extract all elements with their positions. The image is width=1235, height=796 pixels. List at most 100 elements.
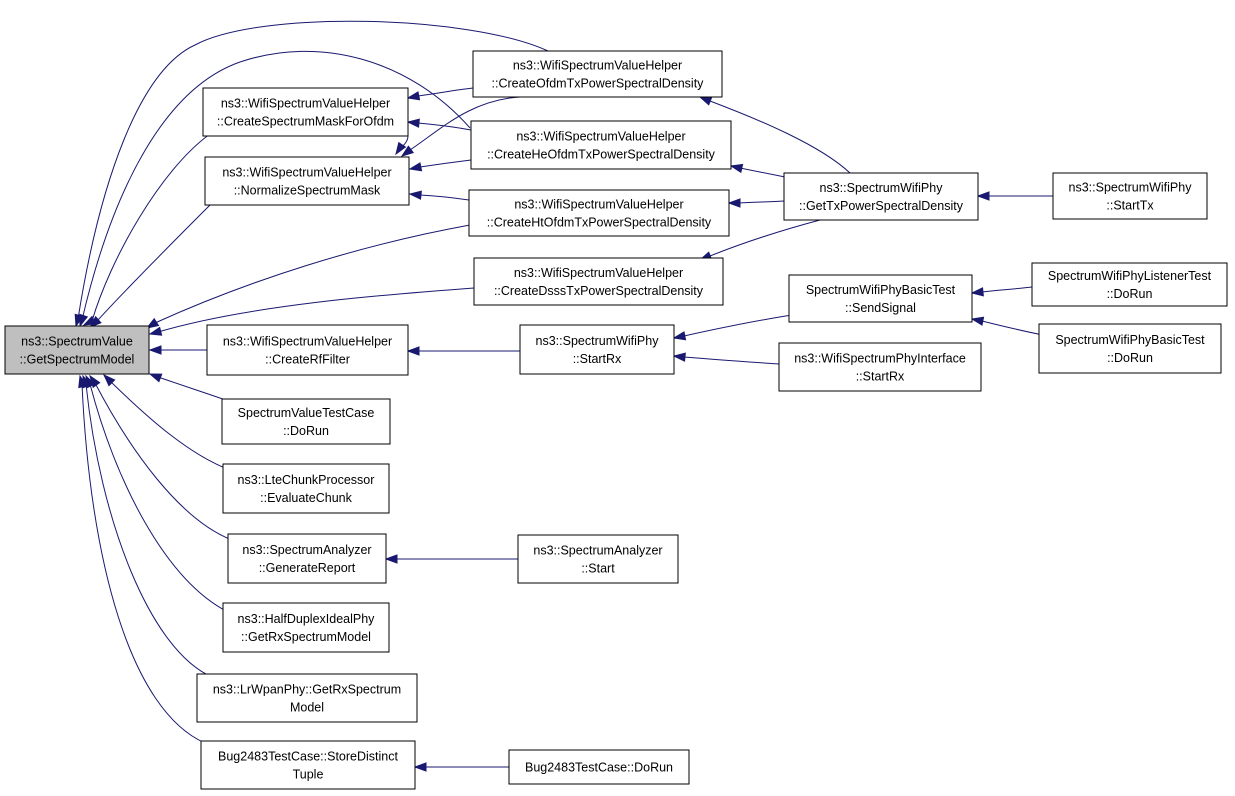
edge-line [91, 133, 211, 322]
edge-root-ht [145, 224, 471, 329]
node-label-line: ::DoRun [1107, 351, 1153, 365]
node-box [783, 172, 979, 221]
node-starttx[interactable]: ns3::SpectrumWifiPhy::StartTx [1052, 172, 1208, 220]
node-bugrun[interactable]: Bug2483TestCase::DoRun [508, 749, 690, 785]
node-dsss[interactable]: ns3::WifiSpectrumValueHelper::CreateDsss… [473, 257, 724, 306]
node-label-line: Bug2483TestCase::DoRun [525, 761, 673, 775]
edge-norm-ht [408, 190, 470, 201]
arrowhead [976, 191, 990, 201]
arrowhead [406, 346, 420, 356]
node-label-line: ns3::WifiSpectrumValueHelper [223, 335, 392, 349]
node-gen[interactable]: ns3::SpectrumAnalyzer::GenerateReport [227, 533, 387, 584]
edge-root-bug [78, 374, 206, 744]
node-label-line: SpectrumValueTestCase [238, 406, 375, 420]
node-gettx[interactable]: ns3::SpectrumWifiPhy::GetTxPowerSpectral… [783, 172, 979, 221]
node-label-line: Model [290, 701, 324, 715]
edge-line [709, 219, 821, 257]
node-label-line: ns3::SpectrumAnalyzer [242, 543, 371, 557]
edge-bug-bugrun [413, 762, 509, 772]
edge-ht-gettx [727, 198, 785, 208]
node-label-line: Tuple [293, 768, 324, 782]
node-half[interactable]: ns3::HalfDuplexIdealPhy::GetRxSpectrumMo… [222, 602, 390, 653]
node-box [473, 257, 724, 306]
arrowhead [729, 163, 744, 174]
node-label-line: ::DoRun [283, 424, 329, 438]
edge-root-dsss [148, 287, 475, 336]
node-ofdm[interactable]: ns3::WifiSpectrumValueHelper::CreateOfdm… [472, 50, 723, 98]
edge-line [77, 20, 549, 320]
node-label-line: ::CreateSpectrumMaskForOfdm [217, 115, 394, 129]
node-box [517, 534, 679, 584]
node-label-line: ::EvaluateChunk [260, 491, 352, 505]
arrowhead [413, 762, 427, 772]
node-box [468, 189, 730, 237]
node-label-line: ::GetRxSpectrumModel [241, 630, 371, 644]
arrowhead [406, 118, 420, 128]
arrowhead [672, 352, 686, 362]
node-ht[interactable]: ns3::WifiSpectrumValueHelper::CreateHtOf… [468, 189, 730, 237]
edge-line [709, 100, 851, 174]
node-box [1031, 262, 1228, 307]
edge-mask-he [406, 118, 472, 131]
node-box [1038, 323, 1222, 374]
node-mask[interactable]: ns3::WifiSpectrumValueHelper::CreateSpec… [202, 87, 409, 137]
edge-root-norm [88, 202, 213, 328]
node-rf[interactable]: ns3::WifiSpectrumValueHelper::CreateRfFi… [206, 324, 409, 376]
edge-line [417, 122, 472, 131]
node-box [508, 749, 690, 785]
node-norm[interactable]: ns3::WifiSpectrumValueHelper::NormalizeS… [204, 156, 410, 206]
node-label-line: ns3::WifiSpectrumValueHelper [516, 130, 685, 144]
node-iface[interactable]: ns3::WifiSpectrumPhyInterface::StartRx [778, 342, 982, 392]
node-label-line: ns3::SpectrumAnalyzer [533, 544, 662, 558]
edge-line [683, 314, 793, 337]
node-label-line: ::Start [581, 562, 615, 576]
node-lrw[interactable]: ns3::LrWpanPhy::GetRxSpectrumModel [196, 673, 418, 723]
node-anstart[interactable]: ns3::SpectrumAnalyzer::Start [517, 534, 679, 584]
node-label-line: ns3::LteChunkProcessor [238, 473, 375, 487]
edge-line [739, 167, 791, 179]
arrowhead [384, 554, 398, 564]
edge-norm-he [408, 159, 472, 172]
edge-norm-mask [395, 135, 409, 156]
edge-he-gettx [729, 163, 791, 179]
node-svtc[interactable]: SpectrumValueTestCase::DoRun [221, 398, 391, 445]
edge-line [683, 356, 780, 365]
node-startrx[interactable]: ns3::SpectrumWifiPhy::StartRx [519, 324, 675, 375]
node-basicrun[interactable]: SpectrumWifiPhyBasicTest::DoRun [1038, 323, 1222, 374]
node-label-line: ::CreateOfdmTxPowerSpectralDensity [492, 77, 705, 91]
node-box [222, 463, 390, 514]
node-label-line: ns3::WifiSpectrumValueHelper [514, 266, 683, 280]
node-box [470, 120, 732, 170]
edge-line [109, 380, 231, 471]
node-sendsig[interactable]: SpectrumWifiPhyBasicTest::SendSignal [788, 274, 973, 323]
node-label-line: ns3::SpectrumValue [21, 335, 133, 349]
arrowhead [78, 374, 88, 389]
arrowhead [727, 198, 741, 208]
edge-line [738, 200, 785, 204]
arrowhead [970, 287, 984, 297]
edge-line [94, 382, 233, 541]
arrowhead [148, 345, 162, 355]
node-label-line: ::CreateHeOfdmTxPowerSpectralDensity [487, 148, 716, 162]
edge-line [81, 50, 471, 321]
node-box [519, 324, 675, 375]
edge-mask-ofdm [406, 87, 474, 101]
node-lte[interactable]: ns3::LteChunkProcessor::EvaluateChunk [222, 463, 390, 514]
edge-line [81, 383, 206, 744]
edge-line [419, 194, 470, 201]
node-he[interactable]: ns3::WifiSpectrumValueHelper::CreateHeOf… [470, 120, 732, 170]
node-root[interactable]: ns3::SpectrumValue::GetSpectrumModel [4, 325, 150, 375]
edge-line [409, 96, 521, 151]
node-box [206, 324, 409, 376]
edge-startrx-sendsig [672, 314, 793, 341]
node-box [222, 602, 390, 653]
node-box [196, 673, 418, 723]
node-label-line: ::StartTx [1106, 199, 1154, 213]
arrowhead [79, 313, 89, 328]
node-label-line: ::SendSignal [845, 301, 916, 315]
node-listener[interactable]: SpectrumWifiPhyListenerTest::DoRun [1031, 262, 1228, 307]
arrowhead [698, 96, 713, 106]
arrowhead [672, 331, 687, 341]
edge-line [157, 287, 475, 333]
